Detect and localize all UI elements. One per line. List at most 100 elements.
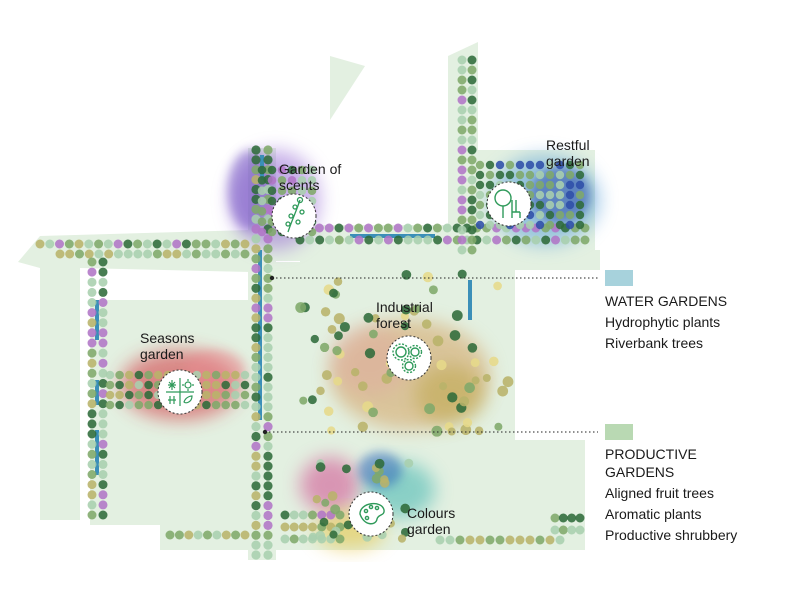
tree-dot — [263, 145, 273, 155]
tree-dot — [84, 239, 94, 249]
tree-dot — [457, 195, 467, 205]
tree-dot — [221, 370, 230, 380]
tree-dot — [400, 503, 411, 514]
tree-dot — [475, 160, 485, 170]
tree-dot — [495, 170, 505, 180]
tree-dot — [35, 239, 45, 249]
tree-dot — [105, 390, 115, 400]
tree-dot — [251, 372, 261, 382]
tree-dot — [263, 392, 273, 402]
tree-dot — [442, 223, 452, 233]
tree-dot — [344, 235, 354, 245]
tree-dot — [211, 400, 221, 410]
tree-dot — [123, 239, 133, 249]
tree-dot — [560, 235, 570, 245]
tree-dot — [84, 249, 94, 259]
tree-dot — [87, 328, 97, 338]
tree-dot — [575, 220, 585, 230]
tree-dot — [464, 382, 475, 394]
tree-dot — [211, 249, 221, 259]
tree-dot — [240, 400, 250, 410]
tree-dot — [231, 400, 240, 410]
tree-dot — [545, 160, 555, 170]
tree-dot — [545, 200, 555, 210]
tree-dot — [350, 367, 360, 377]
tree-dot — [98, 318, 108, 328]
seasons-emblem — [157, 369, 203, 415]
tree-dot — [263, 362, 273, 372]
scents-emblem — [271, 193, 317, 239]
tree-dot — [457, 65, 467, 75]
colours-emblem — [348, 491, 394, 537]
tree-dot — [457, 155, 467, 165]
tree-dot — [505, 160, 515, 170]
palette-icon — [359, 503, 385, 525]
tree-dot — [339, 321, 350, 333]
tree-dot — [333, 313, 345, 325]
tree-dot — [257, 207, 267, 216]
tree-dot — [263, 402, 273, 412]
tree-dot — [467, 235, 477, 245]
tree-dot — [457, 235, 467, 245]
tree-dot — [383, 235, 393, 245]
tree-dot — [475, 200, 485, 210]
tree-dot — [467, 85, 477, 95]
tree-dot — [575, 525, 585, 535]
tree-dot — [98, 348, 108, 358]
tree-dot — [133, 249, 143, 259]
tree-dot — [431, 425, 443, 437]
tree-dot — [277, 176, 287, 185]
tree-dot — [98, 470, 108, 479]
legend-title: GARDENS — [605, 464, 675, 480]
tree-dot — [287, 165, 297, 175]
tree-dot — [212, 530, 222, 540]
garden-emblems — [157, 181, 532, 537]
tree-dot — [550, 513, 560, 523]
tree-dot — [251, 303, 261, 313]
tree-dot — [45, 239, 55, 249]
tree-dot — [330, 504, 341, 515]
tree-dot — [455, 535, 465, 545]
tree-dot — [343, 520, 353, 530]
tree-dot — [451, 310, 463, 321]
tree-dot — [263, 283, 273, 293]
tree-dot — [87, 419, 97, 429]
tree-dot — [467, 105, 477, 115]
tree-dot — [535, 220, 545, 230]
tree-dot — [432, 335, 444, 347]
tree-dot — [467, 115, 477, 125]
label-line: Garden of — [279, 161, 342, 177]
tree-dot — [133, 239, 143, 249]
tree-dot — [467, 75, 477, 85]
tree-dot — [257, 176, 267, 185]
tree-dot — [545, 220, 555, 230]
tree-dot — [312, 495, 321, 504]
tree-dot — [257, 227, 267, 237]
tree-dot — [485, 180, 495, 190]
tree-dot — [422, 271, 434, 283]
tree-dot — [251, 323, 261, 333]
tree-dot — [550, 525, 560, 535]
tree-dot — [277, 165, 287, 175]
legend-water: WATER GARDENS Hydrophytic plants Riverba… — [605, 292, 727, 352]
tree-dot — [327, 426, 336, 435]
tree-dot — [105, 370, 115, 380]
leader-dot — [269, 275, 275, 281]
tree-dot — [570, 235, 580, 245]
tree-dot — [403, 235, 413, 245]
tree-dot — [289, 522, 299, 532]
tree-dot — [400, 527, 410, 537]
tree-dot — [535, 190, 545, 200]
legend-swatch-water — [605, 270, 633, 286]
tree-dot — [314, 223, 324, 233]
tree-dot — [263, 461, 273, 471]
tree-dot — [98, 378, 108, 388]
tree-dot — [144, 380, 153, 390]
tree-dot — [98, 459, 108, 469]
tree-dot — [202, 370, 211, 380]
gears-icon — [392, 343, 423, 374]
tree-dot — [467, 185, 477, 195]
tree-dot — [321, 370, 332, 381]
tree-dot — [555, 160, 565, 170]
tree-dot — [251, 313, 261, 323]
